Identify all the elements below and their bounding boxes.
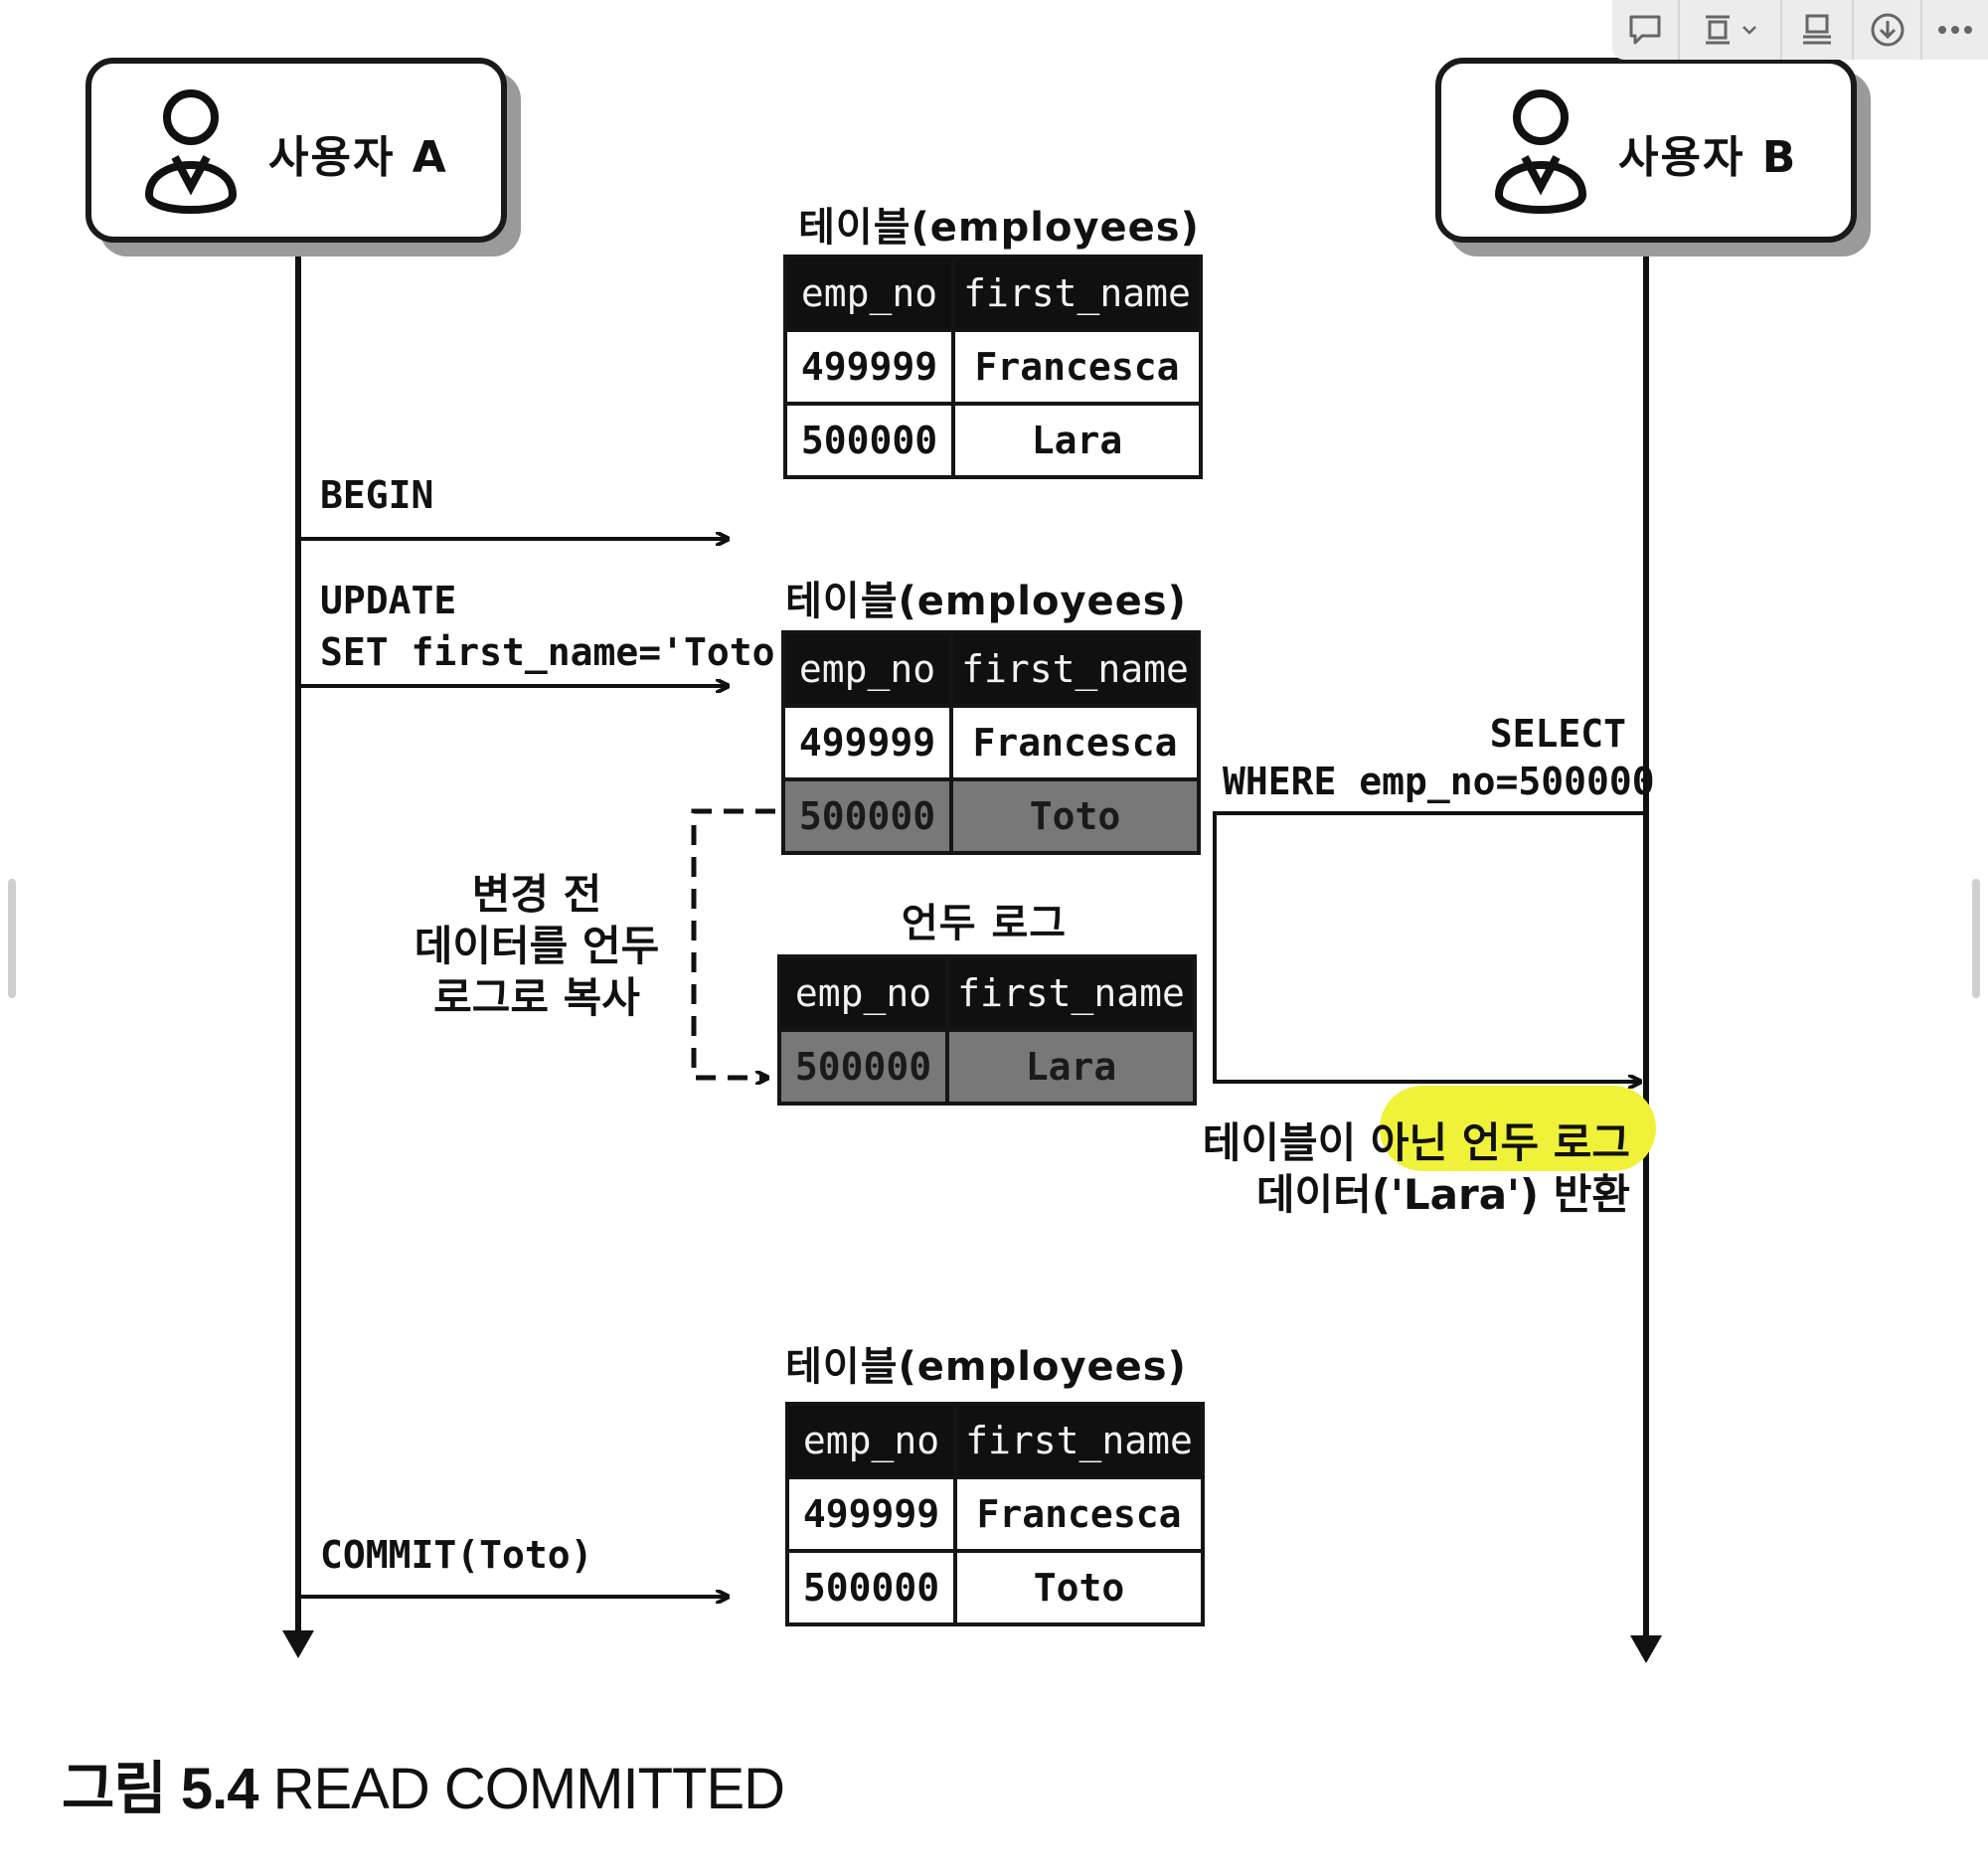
figure-number: 그림 5.4	[62, 1757, 258, 1821]
user-a-box: 사용자 A	[85, 58, 507, 243]
table-cell: Francesca	[949, 704, 1201, 781]
select-arrow	[1213, 811, 1646, 1082]
user-b-box: 사용자 B	[1435, 58, 1857, 243]
select-message-line2: WHERE emp_no=500000	[1223, 760, 1655, 803]
toolbar-divider	[1780, 0, 1783, 60]
table-cell: Francesca	[953, 1475, 1205, 1553]
more-button[interactable]	[1922, 0, 1988, 60]
update-message-line2: SET first_name='Toto'	[320, 630, 798, 674]
presentation-icon	[1802, 14, 1831, 45]
table-cell: 500000	[777, 1028, 949, 1106]
viewer-toolbar	[1612, 0, 1988, 60]
user-b-label: 사용자 B	[1618, 132, 1798, 183]
column-header: emp_no	[785, 1402, 957, 1479]
table-caption: 테이블(employees)	[785, 1344, 1187, 1390]
column-header: emp_no	[783, 255, 955, 332]
fit-page-icon	[1706, 15, 1731, 45]
note-line: 로그로 복사	[433, 973, 640, 1022]
table-cell: Lara	[951, 402, 1203, 479]
column-header: first_name	[945, 954, 1197, 1032]
note-text: 테이블이 아닌	[1202, 1118, 1462, 1167]
lifeline-b	[1630, 249, 1662, 1663]
toolbar-divider	[1920, 0, 1923, 60]
undo-copy-arrow	[691, 808, 775, 1078]
column-header: first_name	[949, 630, 1201, 708]
right-edge-handle[interactable]	[1972, 879, 1980, 998]
table-cell: 500000	[785, 1549, 957, 1626]
table-cell: 500000	[783, 402, 955, 479]
more-icon	[1938, 26, 1973, 34]
user-icon	[1494, 89, 1587, 214]
fit-page-button[interactable]	[1680, 0, 1780, 60]
undo-copy-note: 변경 전 데이터를 언두 로그로 복사	[378, 869, 696, 1024]
table-cell: Lara	[945, 1028, 1197, 1106]
table-cell: Toto	[949, 777, 1201, 855]
table-caption: 테이블(employees)	[798, 205, 1200, 251]
column-header: first_name	[953, 1402, 1205, 1479]
download-icon	[1871, 13, 1905, 47]
user-icon	[144, 89, 238, 214]
table-cell: 499999	[785, 1475, 957, 1553]
begin-message: BEGIN	[320, 473, 434, 517]
note-line: 데이터를 언두	[414, 922, 660, 970]
undo-log-caption: 언두 로그	[901, 901, 1068, 946]
table-caption: 테이블(employees)	[785, 579, 1187, 624]
download-button[interactable]	[1854, 0, 1921, 60]
select-message-line1: SELECT	[1489, 712, 1626, 756]
table-cell: 499999	[781, 704, 953, 781]
table-cell: 499999	[783, 328, 955, 406]
figure-title: READ COMMITTED	[272, 1757, 785, 1821]
figure-caption: 그림 5.4 READ COMMITTED	[62, 1742, 785, 1825]
update-message-line1: UPDATE	[320, 579, 457, 622]
column-header: first_name	[951, 255, 1203, 332]
left-edge-handle[interactable]	[8, 879, 16, 998]
commit-message: COMMIT(Toto)	[320, 1533, 593, 1577]
comment-icon	[1629, 15, 1661, 45]
chevron-down-icon	[1742, 26, 1757, 35]
table-cell: 500000	[781, 777, 953, 855]
toolbar-divider	[1677, 0, 1680, 60]
column-header: emp_no	[781, 630, 953, 708]
table-cell: Francesca	[951, 328, 1203, 406]
table-cell: Toto	[953, 1549, 1205, 1626]
column-header: emp_no	[777, 954, 949, 1032]
undo-result-note: 테이블이 아닌 언두 로그 데이터('Lara') 반환	[1093, 1117, 1630, 1221]
note-line: 데이터('Lara') 반환	[1255, 1170, 1630, 1219]
note-line: 테이블이 아닌 언두 로그	[1093, 1117, 1630, 1169]
presentation-button[interactable]	[1782, 0, 1852, 60]
user-a-label: 사용자 A	[268, 132, 448, 183]
highlight-mark	[1380, 1086, 1656, 1171]
comment-button[interactable]	[1612, 0, 1678, 60]
note-line: 변경 전	[471, 870, 602, 919]
toolbar-divider	[1851, 0, 1854, 60]
highlighted-text: 언두 로그	[1461, 1118, 1630, 1167]
lifeline-a	[282, 249, 314, 1658]
